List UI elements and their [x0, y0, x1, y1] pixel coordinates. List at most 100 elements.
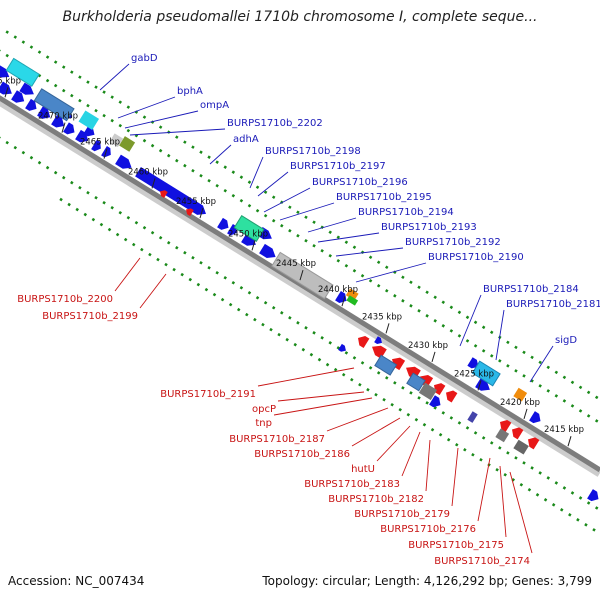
- label-leaders: [99, 63, 554, 554]
- tick-label-9: 2435 kbp: [362, 312, 402, 322]
- reverse-label-1: BURPS1710b_2200: [17, 294, 113, 305]
- reverse-label-10: BURPS1710b_2182: [328, 494, 424, 505]
- green-feature-1: [346, 295, 359, 306]
- forward-gene-8: [91, 139, 101, 152]
- tick-line-1: [4, 87, 9, 98]
- forward-label-12: BURPS1710b_2192: [405, 237, 501, 248]
- forward-leader-9: [279, 202, 335, 221]
- reverse-leader-9: [401, 431, 421, 477]
- reverse-leader-1: [114, 257, 141, 292]
- forward-gene-2-shape: [11, 90, 25, 103]
- forward-leader-13: [355, 262, 427, 283]
- blue-feature-2: [374, 354, 398, 376]
- genome-summary-text: Topology: circular; Length: 4,126,292 bp…: [262, 574, 592, 588]
- reverse-gene-10: [528, 437, 540, 450]
- gray-feature-4-shape: [495, 428, 510, 443]
- gray-feature-2-shape: [271, 251, 334, 300]
- blue-feature-1: [33, 88, 75, 122]
- forward-leader-14: [459, 294, 482, 347]
- forward-label-14: BURPS1710b_2184: [483, 284, 579, 295]
- forward-leader-15: [495, 309, 505, 361]
- gray-feature-3-shape: [418, 382, 438, 401]
- forward-leader-16: [529, 345, 554, 383]
- gray-feature-3: [418, 382, 438, 401]
- forward-gene-9-shape: [101, 145, 111, 158]
- forward-leader-3: [124, 110, 199, 129]
- forward-leader-6: [249, 156, 264, 189]
- forward-gene-9: [101, 145, 111, 158]
- tick-label-1: 2475 kbp: [0, 76, 21, 86]
- forward-label-13: BURPS1710b_2190: [428, 252, 524, 263]
- forward-leader-7: [257, 171, 289, 197]
- forward-leader-12: [335, 247, 404, 257]
- reverse-gene-x2-shape: [186, 208, 194, 217]
- forward-gene-x2: [374, 336, 382, 345]
- tick-line-3: [103, 148, 108, 159]
- reverse-leader-12: [477, 457, 491, 522]
- reverse-gene-10-shape: [528, 437, 540, 450]
- orange-feature-2-shape: [513, 387, 528, 402]
- gene-labels: gabDbphAompABURPS1710b_2202adhABURPS1710…: [17, 53, 600, 567]
- gene-features: [0, 57, 599, 502]
- reverse-gene-8: [500, 419, 512, 432]
- tick-line-9: [385, 323, 390, 334]
- tick-label-3: 2465 kbp: [80, 138, 120, 148]
- blue-feature-1-shape: [33, 88, 75, 122]
- forward-label-11: BURPS1710b_2193: [381, 222, 477, 233]
- reverse-label-9: BURPS1710b_2183: [304, 479, 400, 490]
- reverse-leader-5: [273, 397, 373, 416]
- orange-feature-1: [345, 288, 359, 301]
- forward-gene-10-shape: [115, 154, 132, 169]
- cyan-feature-3-shape: [471, 360, 501, 387]
- cyan-feature-1: [5, 57, 40, 87]
- forward-label-10: BURPS1710b_2194: [358, 207, 454, 218]
- forward-gene-11-shape: [135, 167, 207, 215]
- forward-label-6: BURPS1710b_2198: [265, 146, 361, 157]
- dotted-track-2: [0, 49, 600, 425]
- forward-gene-15-shape: [259, 243, 276, 258]
- forward-gene-5: [51, 114, 65, 128]
- cyan-feature-2: [78, 110, 100, 130]
- forward-label-2: bphA: [177, 86, 203, 97]
- navy-feature-1: [467, 411, 478, 423]
- reverse-label-3: BURPS1710b_2191: [160, 389, 256, 400]
- reverse-leader-6: [326, 407, 389, 432]
- forward-leader-8: [263, 187, 311, 213]
- tick-line-7: [299, 269, 304, 281]
- reverse-gene-9-shape: [512, 427, 524, 440]
- gray-feature-1-shape: [109, 133, 124, 148]
- teal-feature-1: [233, 215, 265, 243]
- tick-line-5: [199, 207, 204, 219]
- reverse-label-5: tnp: [255, 418, 272, 429]
- reverse-leader-7: [351, 417, 401, 447]
- reverse-gene-2: [372, 345, 387, 359]
- forward-gene-b2: [19, 82, 34, 95]
- forward-leader-10: [307, 217, 357, 233]
- forward-gene-b1: [0, 63, 10, 78]
- reverse-gene-9: [512, 427, 524, 440]
- tick-label-11: 2425 kbp: [454, 369, 494, 379]
- reverse-gene-7: [446, 390, 458, 403]
- reverse-label-14: BURPS1710b_2174: [434, 556, 530, 567]
- forward-gene-8-shape: [91, 139, 101, 152]
- forward-gene-6: [63, 122, 75, 135]
- blue-feature-3-shape: [406, 372, 426, 392]
- cyan-feature-3: [471, 360, 501, 387]
- dotted-track-1: [0, 28, 600, 401]
- cyan-feature-2-shape: [78, 110, 100, 130]
- forward-label-15: BURPS1710b_2181: [506, 299, 600, 310]
- forward-leader-5: [209, 144, 232, 165]
- forward-gene-4: [37, 106, 51, 119]
- tick-line-4: [151, 178, 156, 189]
- forward-gene-x1-shape: [338, 343, 346, 352]
- reverse-leader-3: [257, 367, 355, 387]
- blue-feature-2-shape: [374, 354, 398, 376]
- forward-gene-x4-shape: [587, 489, 599, 502]
- forward-gene-4-shape: [37, 106, 51, 119]
- forward-leader-11: [317, 232, 380, 243]
- reverse-leader-10: [425, 439, 431, 492]
- forward-gene-3: [25, 98, 37, 111]
- tick-line-11: [477, 380, 482, 391]
- forward-gene-x4: [587, 489, 599, 502]
